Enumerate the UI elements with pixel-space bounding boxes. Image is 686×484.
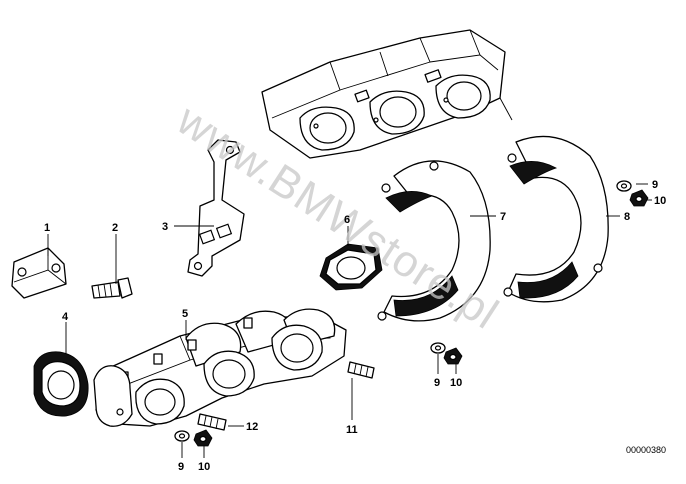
washer — [174, 430, 190, 442]
callout-9-top: 9 — [652, 179, 658, 191]
stud-long — [347, 361, 375, 379]
washer — [616, 180, 632, 192]
callout-10-mid: 10 — [450, 377, 462, 389]
callout-3: 3 — [162, 221, 168, 233]
drawing-number: 00000380 — [626, 445, 666, 455]
callout-5: 5 — [182, 308, 188, 320]
callout-9-mid: 9 — [434, 377, 440, 389]
gasket-flange — [319, 243, 383, 291]
cylinder-head — [261, 29, 513, 159]
heat-shield-front — [377, 160, 491, 322]
callout-10-bottom: 10 — [198, 461, 210, 473]
callout-4: 4 — [62, 311, 69, 323]
callout-7: 7 — [500, 211, 506, 223]
callout-8: 8 — [624, 211, 630, 223]
washer — [430, 342, 446, 354]
support-bracket — [11, 247, 67, 299]
callout-11: 11 — [346, 424, 358, 436]
callouts: 1 2 3 4 5 6 7 8 9 10 9 10 11 12 9 10 — [44, 179, 666, 473]
callout-6: 6 — [344, 214, 350, 226]
bolt — [91, 277, 133, 299]
gasket-small — [33, 351, 89, 417]
leader-lines — [47, 183, 652, 458]
nut — [443, 347, 463, 365]
callout-12: 12 — [246, 421, 258, 433]
callout-10-top: 10 — [654, 195, 666, 207]
callout-2: 2 — [112, 222, 118, 234]
bracket — [187, 139, 245, 277]
exhaust-manifold — [93, 308, 347, 427]
nut — [629, 189, 649, 207]
stud-short — [197, 413, 227, 431]
heat-shield-rear — [503, 135, 609, 303]
callout-9-bottom: 9 — [178, 461, 184, 473]
nut — [193, 429, 213, 447]
callout-1: 1 — [44, 222, 50, 234]
